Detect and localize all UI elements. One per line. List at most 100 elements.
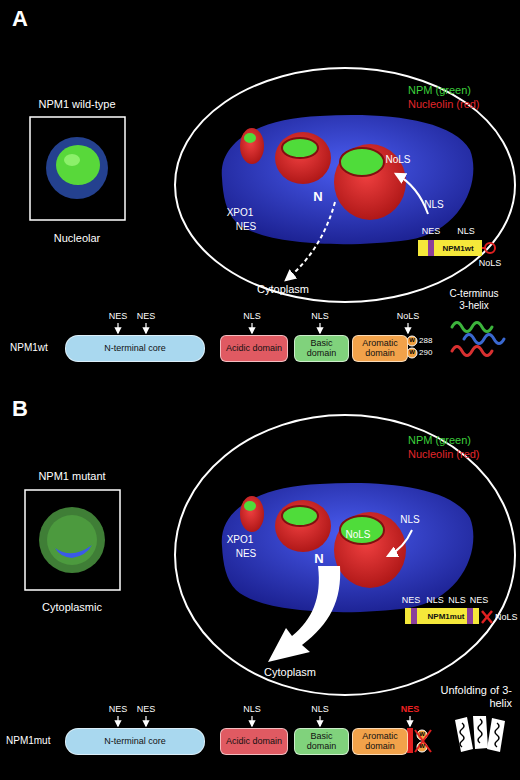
inset-micrograph: [56, 145, 100, 185]
legend-text: Nucleolin (red): [408, 98, 480, 110]
nucleus: [240, 496, 264, 532]
signal-name: NES: [231, 548, 261, 560]
export-arrow: [268, 566, 340, 662]
cell-outline: [175, 68, 515, 302]
lost-nols-mark: [482, 611, 492, 623]
figure-panel: ANPM1 wild-typeNucleolarNPM1wtN-terminal…: [0, 0, 520, 390]
nucleus: [244, 133, 256, 143]
structure-note: Unfolding of 3-helix: [440, 684, 512, 709]
signal-name: NLS: [445, 595, 469, 605]
signal-name: NLS: [423, 595, 447, 605]
import-arrow: [396, 174, 428, 214]
micrograph-inset: NPM1 wild-typeNucleolar: [22, 98, 132, 244]
signal-name: NES: [467, 595, 491, 605]
domain-arrows: [251, 716, 252, 726]
loss-cross: [415, 730, 431, 752]
signal-name: NLS: [305, 311, 335, 321]
legend-text: Nucleolin (red): [408, 448, 480, 460]
protein-name: NPM1mut: [6, 735, 50, 747]
residue-letter: W: [407, 349, 417, 356]
domain-arrows: [319, 323, 320, 333]
nucleus: [244, 501, 256, 511]
protein-name: XPO1: [220, 534, 260, 546]
legend-entry: NPM (green): [408, 434, 471, 447]
inset-caption: Nucleolar: [22, 232, 132, 244]
signal-name: NES: [395, 704, 425, 714]
domain-box: N-terminal core: [65, 728, 205, 755]
compartment-label: Cytoplasm: [255, 666, 325, 679]
nucleus-label: N: [309, 552, 329, 567]
tryptophan-circles: [407, 336, 417, 358]
unfolded-helix: [487, 718, 505, 752]
domain-name: N-terminal core: [104, 344, 166, 353]
signal-name: NES: [131, 704, 161, 714]
import-arrow: [388, 530, 412, 556]
signal-name: NES: [231, 221, 261, 233]
construct-bar: NPM1mut: [405, 608, 479, 624]
nucleus: [240, 128, 264, 164]
inset-micrograph: [30, 117, 125, 220]
signal-name: NES: [399, 595, 423, 605]
helix-symbol: [452, 347, 492, 356]
cell-outline: [175, 68, 515, 302]
tryptophan-circles: [407, 348, 417, 358]
legend-entry: Nucleolin (red): [408, 448, 480, 461]
domain-box: Basic domain: [294, 335, 349, 362]
inset-micrograph: [25, 490, 120, 590]
compartment-label: Cytoplasm: [248, 283, 318, 296]
protein-name: NPM1wt: [10, 342, 48, 354]
signal-name: NoLS: [495, 612, 518, 622]
domain-arrows: [145, 323, 146, 333]
domain-arrows: [319, 716, 320, 726]
legend-entry: Nucleolin (red): [408, 98, 480, 111]
loss-cross: [415, 730, 431, 752]
inset-caption: Cytoplasmic: [17, 601, 127, 613]
nucleus: [222, 483, 474, 612]
inset-micrograph: [55, 545, 92, 558]
domain-name: Aromatic domain: [353, 339, 407, 358]
signal-name: NES: [103, 311, 133, 321]
signal-name: NES: [416, 226, 446, 236]
inset-micrograph: [46, 137, 108, 199]
helix-symbol: [464, 335, 504, 344]
helix-symbol: [452, 323, 492, 332]
export-arrow: [286, 202, 335, 280]
export-arrow: [268, 566, 340, 662]
import-arrow: [388, 530, 412, 556]
lost-nols-mark: [482, 611, 492, 623]
domain-box: Aromatic domain: [352, 335, 408, 362]
signal-name: NoLS: [475, 258, 505, 268]
legend-entry: NPM (green): [408, 84, 471, 97]
domain-arrows: [117, 323, 118, 333]
residue-number: 288: [419, 336, 432, 345]
domain-name: N-terminal core: [104, 737, 166, 746]
inset-micrograph: [47, 515, 97, 565]
inset-micrograph: [30, 117, 125, 220]
nucleus-label: N: [308, 190, 328, 205]
inset-heading: NPM1 wild-type: [22, 98, 132, 110]
nols-signal: [485, 243, 495, 253]
signal-name: NLS: [237, 704, 267, 714]
nucleus: [222, 483, 474, 612]
cell-outline: [175, 415, 515, 695]
nucleus: [222, 115, 474, 244]
export-arrow: [286, 202, 335, 280]
domain-name: Aromatic domain: [353, 732, 407, 751]
domain-arrows: [117, 716, 118, 726]
domain-box: Acidic domain: [220, 335, 288, 362]
nucleus: [282, 138, 318, 158]
legend-text: NPM (green): [408, 434, 471, 446]
construct-name: NPM1mut: [428, 612, 465, 621]
signal-name: NLS: [395, 514, 425, 526]
domain-arrows: [251, 323, 252, 333]
residue-letter: W: [417, 731, 427, 738]
domain-box: N-terminal core: [65, 335, 205, 362]
domain-name: Acidic domain: [226, 737, 282, 746]
domain-box: Basic domain: [294, 728, 349, 755]
micrograph-inset: NPM1 mutantCytoplasmic: [17, 470, 127, 613]
residue-number: 290: [419, 348, 432, 357]
domain-arrows: [407, 323, 408, 333]
unfolded-helix: [455, 716, 505, 752]
